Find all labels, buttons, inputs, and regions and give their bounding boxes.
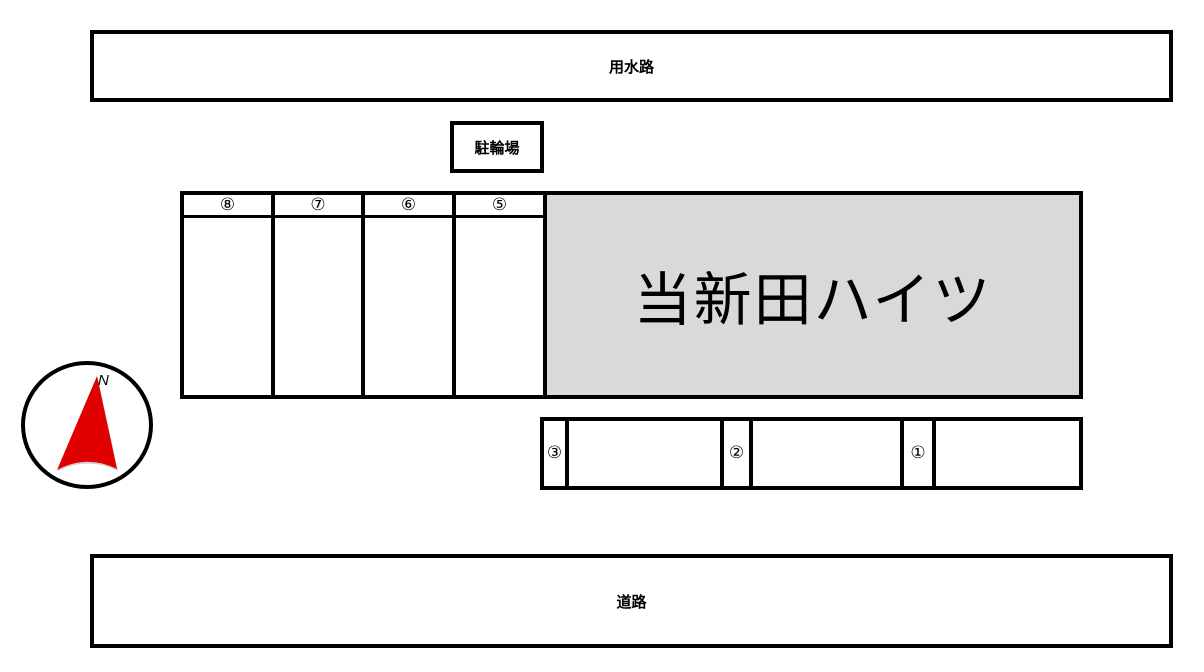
parking-divider: [720, 421, 724, 486]
building-divider: [543, 195, 547, 395]
parking-header-divider: [184, 215, 547, 218]
canal-area: 用水路: [90, 30, 1173, 102]
parking-divider: [452, 195, 456, 395]
parking-space-8: ⑧: [184, 195, 271, 215]
road-area: 道路: [90, 554, 1173, 648]
compass: N: [20, 360, 155, 490]
parking-number-3: ③: [546, 443, 563, 463]
building: 当新田ハイツ: [547, 195, 1079, 395]
parking-number: ⑤: [491, 195, 508, 215]
compass-north-label: N: [98, 372, 109, 389]
parking-divider: [361, 195, 365, 395]
building-name: 当新田ハイツ: [633, 266, 993, 334]
parking-number-1: ①: [910, 443, 926, 463]
parking-divider: [565, 421, 569, 486]
parking-number-2: ②: [728, 443, 745, 463]
parking-divider: [271, 195, 275, 395]
parking-space-5: ⑤: [456, 195, 543, 215]
north-arrow-icon: [21, 361, 153, 489]
parking-space-6: ⑥: [365, 195, 452, 215]
parking-divider: [749, 421, 753, 486]
parking-number: ⑥: [400, 195, 417, 215]
bicycle-parking-area: 駐輪場: [450, 121, 544, 173]
road-label: 道路: [616, 592, 647, 611]
main-block: 当新田ハイツ ⑧ ⑦ ⑥ ⑤: [180, 191, 1083, 399]
parking-number: ⑦: [310, 195, 326, 215]
canal-label: 用水路: [608, 57, 654, 76]
parking-number: ⑧: [219, 195, 236, 215]
parking-space-7: ⑦: [275, 195, 361, 215]
bicycle-parking-label: 駐輪場: [474, 138, 520, 157]
parking-divider: [932, 421, 936, 486]
lower-parking-row: ③ ② ①: [540, 417, 1083, 490]
parking-divider: [900, 421, 904, 486]
